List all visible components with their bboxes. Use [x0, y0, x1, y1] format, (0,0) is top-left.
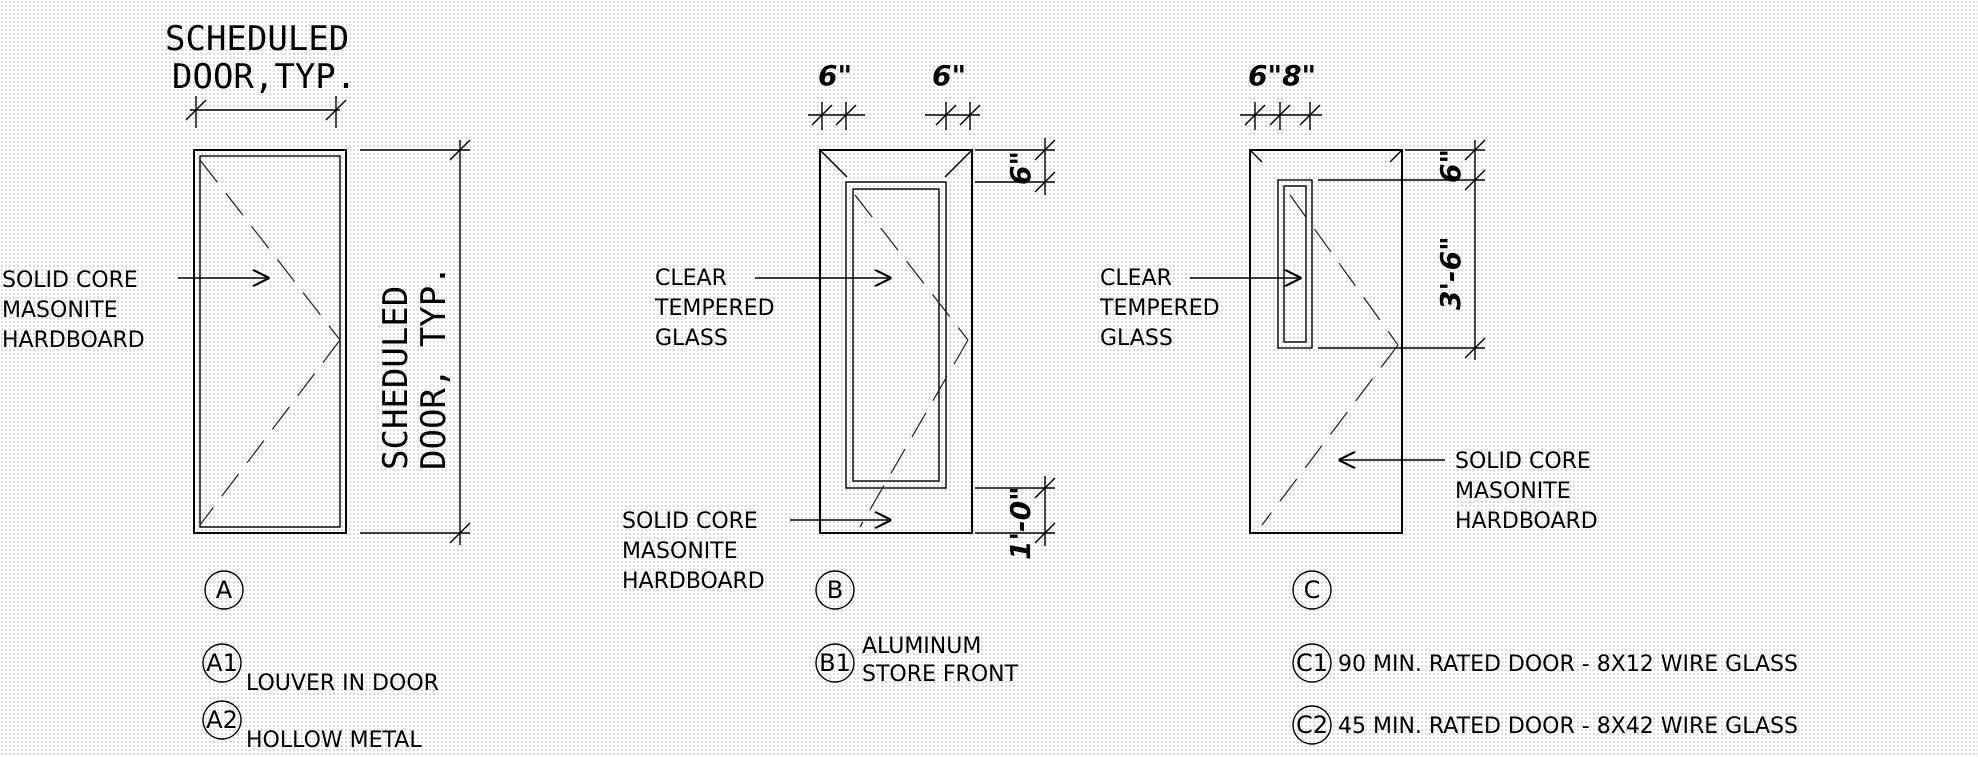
door-b-material-label-line2: MASONITE: [622, 539, 738, 564]
door-b-stile-dim-right: 6": [932, 59, 966, 92]
legend-a2-tag: A2: [206, 706, 238, 734]
door-c-glass-panel: [1277, 179, 1313, 349]
door-a: SCHEDULED DOOR,TYP. SCHEDULED DOOR, TYP.: [2, 19, 471, 610]
legend-c1-tag: C1: [1296, 649, 1328, 677]
legend-a2: A2 HOLLOW METAL: [202, 700, 422, 753]
legend-a1-text: LOUVER IN DOOR: [246, 671, 439, 696]
legend-b1-text-line2: STORE FRONT: [862, 662, 1019, 687]
door-b-glass-label-line1: CLEAR: [655, 266, 727, 291]
door-b-tag: B: [815, 570, 855, 610]
door-a-width-label-line2: DOOR,TYP.: [172, 57, 356, 97]
door-c-width-dims: 6"8": [1248, 59, 1316, 92]
door-c-material-label-line2: MASONITE: [1455, 479, 1571, 504]
door-b-material-label-line3: HARDBOARD: [622, 569, 765, 594]
door-b-glass-label-line3: GLASS: [655, 326, 728, 351]
door-b-material-label-line1: SOLID CORE: [622, 509, 758, 534]
legend-b1: B1 ALUMINUM STORE FRONT: [815, 634, 1019, 687]
door-c-top-dim: 6": [1434, 149, 1467, 183]
door-b: 6" 6": [622, 59, 1056, 610]
door-c-glass-label-line2: TEMPERED: [1099, 296, 1220, 321]
door-a-height-dimension: [360, 139, 471, 545]
legend-c1-text: 90 MIN. RATED DOOR - 8X12 WIRE GLASS: [1338, 652, 1798, 677]
door-a-material-label-line2: MASONITE: [2, 298, 118, 323]
legend-c2: C2 45 MIN. RATED DOOR - 8X42 WIRE GLASS: [1292, 705, 1798, 745]
door-c-tag-label: C: [1304, 576, 1321, 604]
door-c-material-label-line3: HARDBOARD: [1455, 509, 1598, 534]
door-a-height-label-line2: DOOR, TYP.: [414, 265, 454, 470]
door-b-bottom-rail-dim: 1'-0": [1004, 486, 1037, 560]
door-b-glass-panel: [845, 181, 947, 489]
door-a-elevation: [193, 149, 347, 534]
door-c: 6"8" 6" 3'-6": [1099, 59, 1598, 610]
door-a-tag: A: [204, 570, 244, 610]
door-c-width-dimensions: [1240, 102, 1322, 130]
legend-b1-tag: B1: [819, 649, 851, 677]
door-a-width-dimension: [185, 96, 347, 128]
door-b-elevation: [819, 149, 973, 534]
door-c-tag: C: [1292, 570, 1332, 610]
door-c-elevation: [1249, 149, 1403, 534]
legend-b1-text-line1: ALUMINUM: [862, 634, 981, 659]
door-a-width-label-line1: SCHEDULED: [165, 19, 349, 59]
door-a-material-label-line3: HARDBOARD: [2, 328, 145, 353]
door-a-material-label-line1: SOLID CORE: [2, 268, 138, 293]
door-c-vertical-dimensions: [1318, 139, 1486, 360]
legend-c2-text: 45 MIN. RATED DOOR - 8X42 WIRE GLASS: [1338, 714, 1798, 739]
door-b-glass-label-line2: TEMPERED: [654, 296, 775, 321]
legend-a1-tag: A1: [206, 649, 238, 677]
door-b-width-dimensions: [808, 102, 981, 130]
door-b-tag-label: B: [827, 576, 843, 604]
legend-a2-text: HOLLOW METAL: [246, 728, 422, 753]
door-c-glass-label-line1: CLEAR: [1100, 266, 1172, 291]
legend-c2-tag: C2: [1296, 711, 1328, 739]
legend-a1: A1 LOUVER IN DOOR: [202, 643, 439, 696]
door-c-glass-label-line3: GLASS: [1100, 326, 1173, 351]
door-a-height-label-line1: SCHEDULED: [376, 286, 416, 470]
door-b-rail-dimensions: [975, 138, 1056, 546]
door-c-glass-height-dim: 3'-6": [1434, 236, 1467, 310]
door-c-material-label-line1: SOLID CORE: [1455, 449, 1591, 474]
door-a-tag-label: A: [216, 576, 233, 604]
door-b-stile-dim-left: 6": [818, 59, 852, 92]
legend-c1: C1 90 MIN. RATED DOOR - 8X12 WIRE GLASS: [1292, 643, 1798, 683]
door-b-top-rail-dim: 6": [1004, 151, 1037, 185]
